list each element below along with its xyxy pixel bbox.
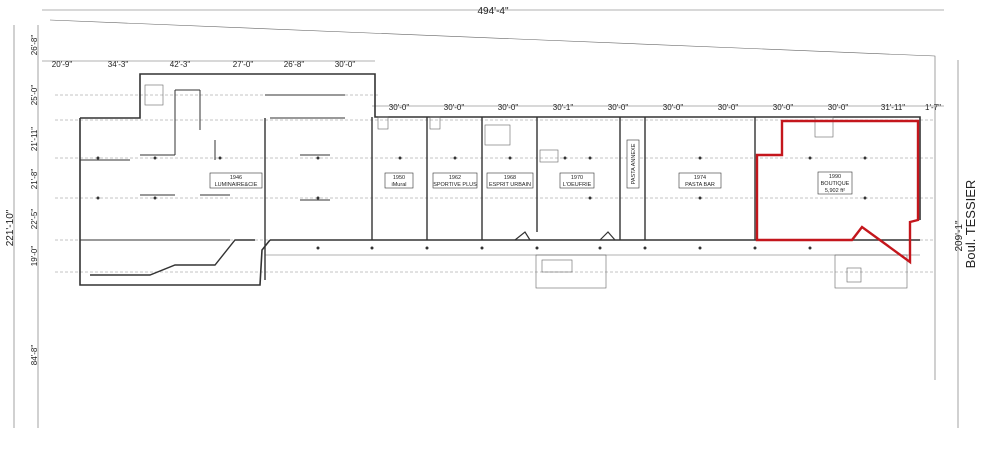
dim-row2-10: 31'-11" — [881, 103, 905, 112]
unit-number: 1974 — [694, 175, 706, 181]
dim-row2-1: 30'-0" — [389, 103, 410, 112]
unit-number: 1950 — [393, 175, 405, 181]
unit-name: ESPRIT URBAIN — [489, 182, 531, 188]
unit-label-1990[interactable]: 1990 BOUTIQUE 5,902 ft² — [817, 171, 853, 195]
dim-left-7: 84'-8" — [30, 345, 39, 366]
site-boundary — [49, 19, 936, 380]
dim-row2-8: 30'-0" — [773, 103, 794, 112]
street-name: Boul. TESSIER — [963, 180, 978, 269]
dim-left-4: 21'-8" — [30, 169, 39, 190]
column-markers — [96, 156, 867, 250]
front-structure-right — [834, 254, 908, 289]
dim-left-2: 25'-0" — [30, 85, 39, 106]
dim-top-3: 42'-3" — [170, 60, 191, 69]
dim-row2-3: 30'-0" — [498, 103, 519, 112]
unit-number: 1970 — [571, 175, 583, 181]
dim-row2-11: 1'-7" — [925, 103, 941, 112]
unit-name: BOUTIQUE — [821, 181, 850, 187]
dim-top-5: 26'-8" — [284, 60, 305, 69]
unit-number: 1990 — [829, 174, 841, 180]
dim-top-6: 30'-0" — [335, 60, 356, 69]
dim-top-1: 20'-9" — [52, 60, 73, 69]
unit-label-1968[interactable]: 1968 ESPRIT URBAIN — [486, 172, 534, 189]
overall-height-label: 221'-10" — [5, 209, 16, 246]
dim-row2-5: 30'-0" — [608, 103, 629, 112]
unit-number: 1946 — [230, 175, 242, 181]
unit-number: 1962 — [449, 175, 461, 181]
dim-left-1: 26'-8" — [30, 35, 39, 56]
overall-width-label: 494'-4" — [477, 6, 508, 17]
unit-area: 5,902 ft² — [825, 188, 845, 194]
unit-label-1962[interactable]: 1962 SPORTIVE PLUS — [432, 172, 478, 189]
unit-name: LUMINAIRE&CIE — [215, 182, 258, 188]
unit-name: PASTA ANNEXE — [631, 143, 637, 184]
unit-name: iMural — [392, 182, 407, 188]
dim-row2-4: 30'-1" — [553, 103, 574, 112]
unit-number: 1968 — [504, 175, 516, 181]
dim-row2-6: 30'-0" — [663, 103, 684, 112]
unit-label-1970[interactable]: 1970 L'OEUFRIE — [559, 172, 595, 189]
unit-name: SPORTIVE PLUS — [433, 182, 477, 188]
dim-top-2: 34'-3" — [108, 60, 129, 69]
unit-name: L'OEUFRIE — [563, 182, 592, 188]
unit-label-1974[interactable]: 1974 PASTA BAR — [678, 172, 722, 189]
unit-name: PASTA BAR — [685, 182, 715, 188]
dim-left-6: 19'-0" — [30, 246, 39, 267]
front-structure — [535, 254, 607, 289]
unit-label-1946[interactable]: 1946 LUMINAIRE&CIE — [209, 172, 263, 189]
unit-label-pasta-annexe[interactable]: PASTA ANNEXE — [626, 139, 640, 189]
building-walls — [79, 73, 921, 286]
unit-label-1950[interactable]: 1950 iMural — [384, 172, 414, 189]
right-height-label: 209'-1" — [954, 220, 965, 251]
highlighted-unit-outline[interactable] — [755, 119, 920, 265]
dim-left-5: 22'-5" — [30, 209, 39, 230]
dim-row2-7: 30'-0" — [718, 103, 739, 112]
dim-top-4: 27'-0" — [233, 60, 254, 69]
dim-row2-2: 30'-0" — [444, 103, 465, 112]
dim-left-3: 21'-11" — [30, 127, 39, 151]
dim-row2-9: 30'-0" — [828, 103, 849, 112]
